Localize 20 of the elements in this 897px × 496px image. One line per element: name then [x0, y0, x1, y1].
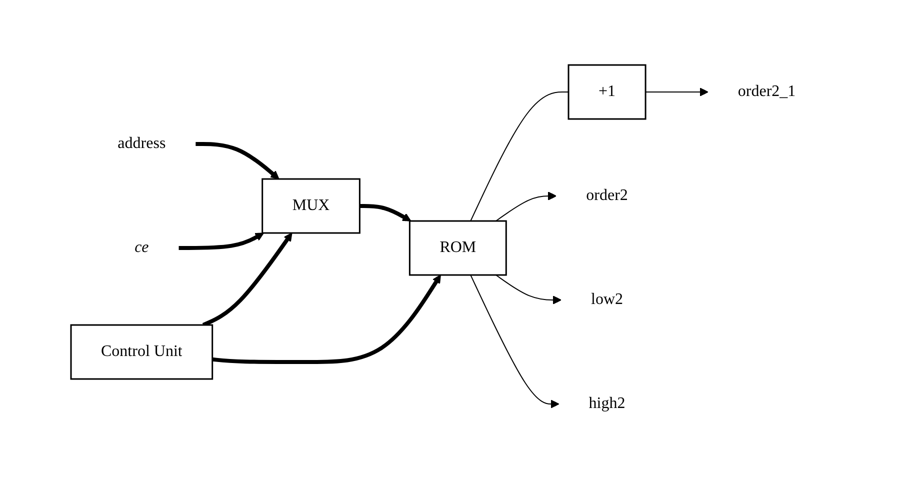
arrow [645, 88, 708, 96]
node-text: order2 [586, 187, 628, 204]
node-text: low2 [591, 291, 624, 308]
arrow [470, 274, 560, 408]
arrow [178, 232, 264, 250]
arrow [496, 192, 557, 222]
node-text: high2 [588, 395, 626, 412]
arrow [496, 274, 562, 304]
node-box: Control Unit [70, 324, 214, 380]
arrow [360, 204, 412, 222]
node-text: address [118, 135, 166, 152]
node-text: ce [134, 239, 149, 256]
arrow [212, 274, 442, 364]
node-box: ROM [409, 220, 508, 276]
node-text: order2_1 [738, 83, 796, 100]
arrow [196, 142, 280, 180]
arrow [202, 232, 292, 327]
connector [470, 92, 570, 222]
node-box: MUX [262, 178, 361, 234]
node-box: +1 [568, 64, 646, 120]
